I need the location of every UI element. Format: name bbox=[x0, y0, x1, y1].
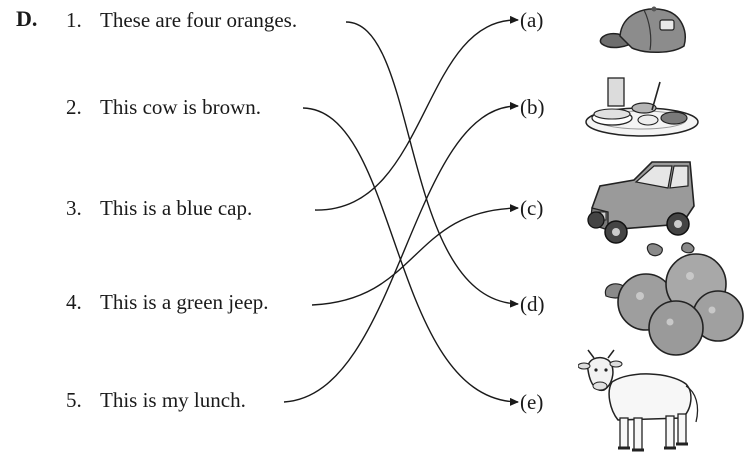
option-a-label: (a) bbox=[520, 8, 544, 32]
sentence-4: 4. This is a green jeep. bbox=[66, 290, 269, 315]
match-line-5-b bbox=[283, 101, 519, 403]
sentence-number: 5. bbox=[66, 388, 82, 412]
sentence-5: 5. This is my lunch. bbox=[66, 388, 246, 413]
sentence-number: 4. bbox=[66, 290, 82, 314]
sentence-2: 2. This cow is brown. bbox=[66, 95, 261, 120]
sentence-text: This is a blue cap. bbox=[100, 196, 253, 220]
match-line-4-c bbox=[311, 204, 519, 306]
option-c-label: (c) bbox=[520, 196, 544, 220]
sentence-text: This is my lunch. bbox=[100, 388, 246, 412]
cow-icon bbox=[578, 349, 699, 452]
option-e-label: (e) bbox=[520, 390, 544, 414]
match-line-2-e bbox=[302, 107, 519, 406]
sentence-text: This is a green jeep. bbox=[100, 290, 269, 314]
sentence-text: This cow is brown. bbox=[100, 95, 261, 119]
sentence-1: 1. These are four oranges. bbox=[66, 8, 297, 33]
jeep-icon bbox=[587, 161, 695, 244]
option-d-label: (d) bbox=[520, 292, 545, 316]
sentence-number: 2. bbox=[66, 95, 82, 119]
sentence-number: 1. bbox=[66, 8, 82, 32]
oranges-icon bbox=[604, 242, 744, 356]
match-line-3-a bbox=[314, 15, 519, 211]
lunch-plate-icon bbox=[585, 77, 699, 137]
exercise-label: D. bbox=[16, 6, 38, 31]
sentence-number: 3. bbox=[66, 196, 82, 220]
cap-icon bbox=[599, 6, 686, 53]
sentence-text: These are four oranges. bbox=[100, 8, 298, 32]
sentence-3: 3. This is a blue cap. bbox=[66, 196, 252, 221]
option-b-label: (b) bbox=[520, 95, 545, 119]
match-line-1-d bbox=[345, 21, 519, 308]
